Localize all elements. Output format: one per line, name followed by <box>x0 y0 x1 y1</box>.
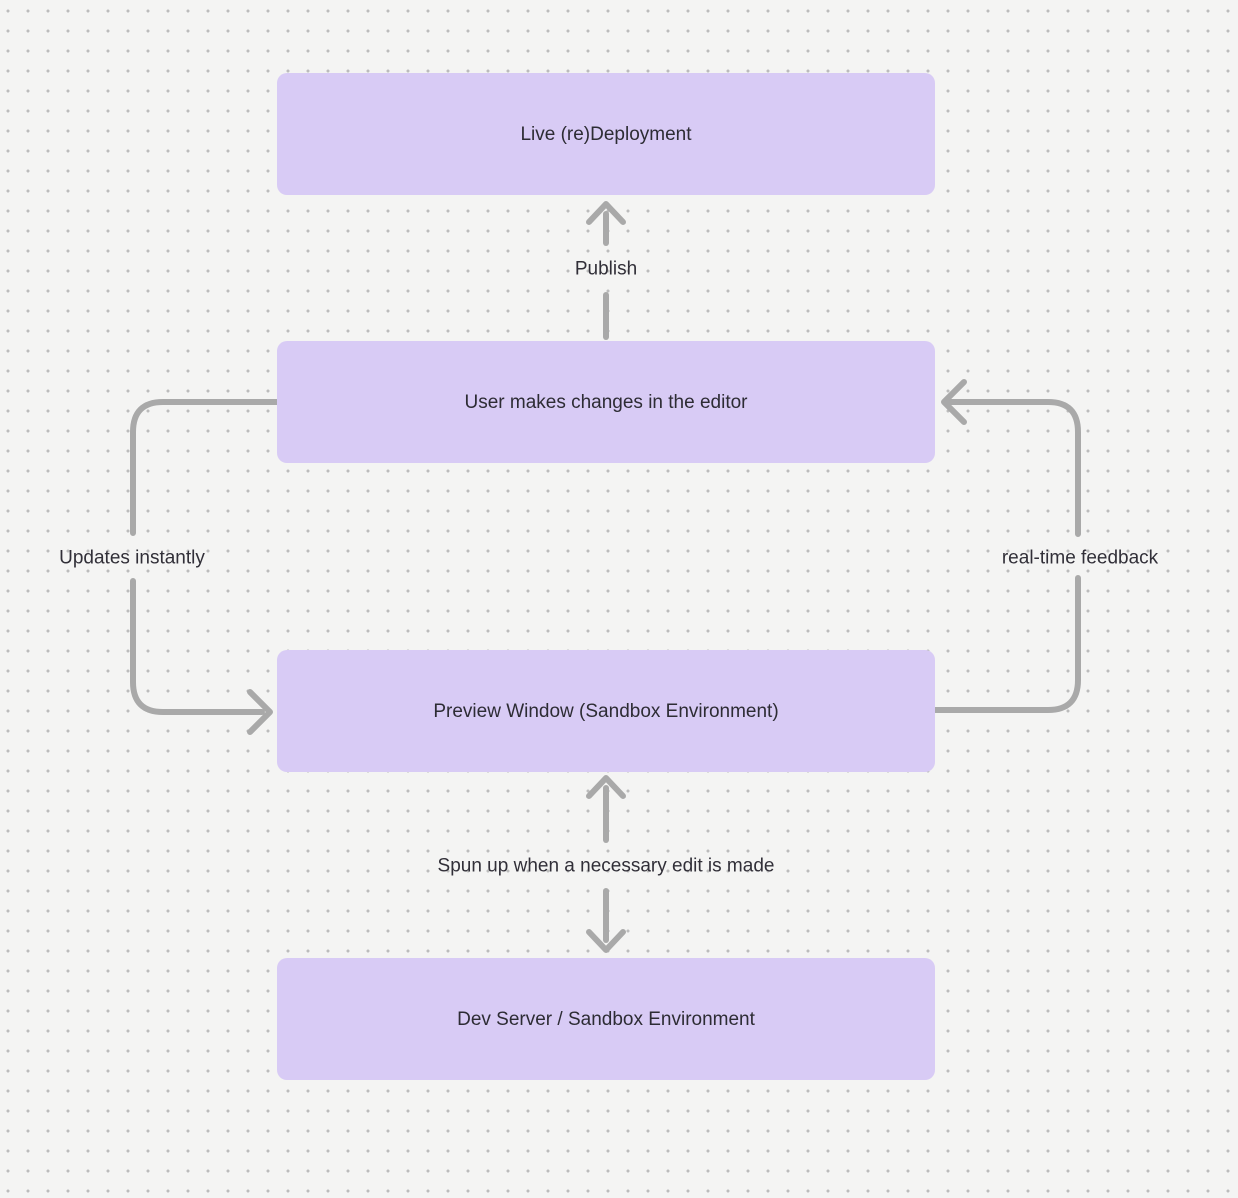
edge-label-updates-instantly[interactable]: Updates instantly <box>59 547 205 569</box>
edge-spun-up-connector[interactable] <box>586 775 626 953</box>
feedback-line-lower <box>932 575 1081 713</box>
node-user-editor-label: User makes changes in the editor <box>464 391 748 413</box>
node-dev-server[interactable]: Dev Server / Sandbox Environment <box>277 958 935 1080</box>
edge-label-real-time-feedback[interactable]: real-time feedback <box>1001 547 1159 569</box>
edge-real-time-feedback-connector[interactable] <box>932 379 1081 713</box>
edge-label-publish[interactable]: Publish <box>574 258 638 280</box>
edge-publish-connector[interactable] <box>586 201 626 340</box>
node-dev-server-label: Dev Server / Sandbox Environment <box>457 1008 755 1030</box>
edge-label-spun-up[interactable]: Spun up when a necessary edit is made <box>437 855 775 877</box>
updates-arrowhead-right-icon <box>247 689 273 735</box>
spunup-arrowhead-up-icon <box>586 775 626 799</box>
node-live-redeployment-label: Live (re)Deployment <box>520 123 692 145</box>
edge-updates-instantly-connector[interactable] <box>130 399 280 735</box>
feedback-arrowhead-left-icon <box>941 379 967 425</box>
node-user-editor[interactable]: User makes changes in the editor <box>277 341 935 463</box>
spunup-arrowhead-down-icon <box>586 929 626 953</box>
publish-arrowhead-up-icon <box>586 201 626 225</box>
updates-line-lower <box>130 578 265 715</box>
node-live-redeployment[interactable]: Live (re)Deployment <box>277 73 935 195</box>
updates-line-upper <box>130 399 280 536</box>
node-preview-window-label: Preview Window (Sandbox Environment) <box>433 700 779 722</box>
node-preview-window[interactable]: Preview Window (Sandbox Environment) <box>277 650 935 772</box>
feedback-line-upper <box>947 399 1081 537</box>
